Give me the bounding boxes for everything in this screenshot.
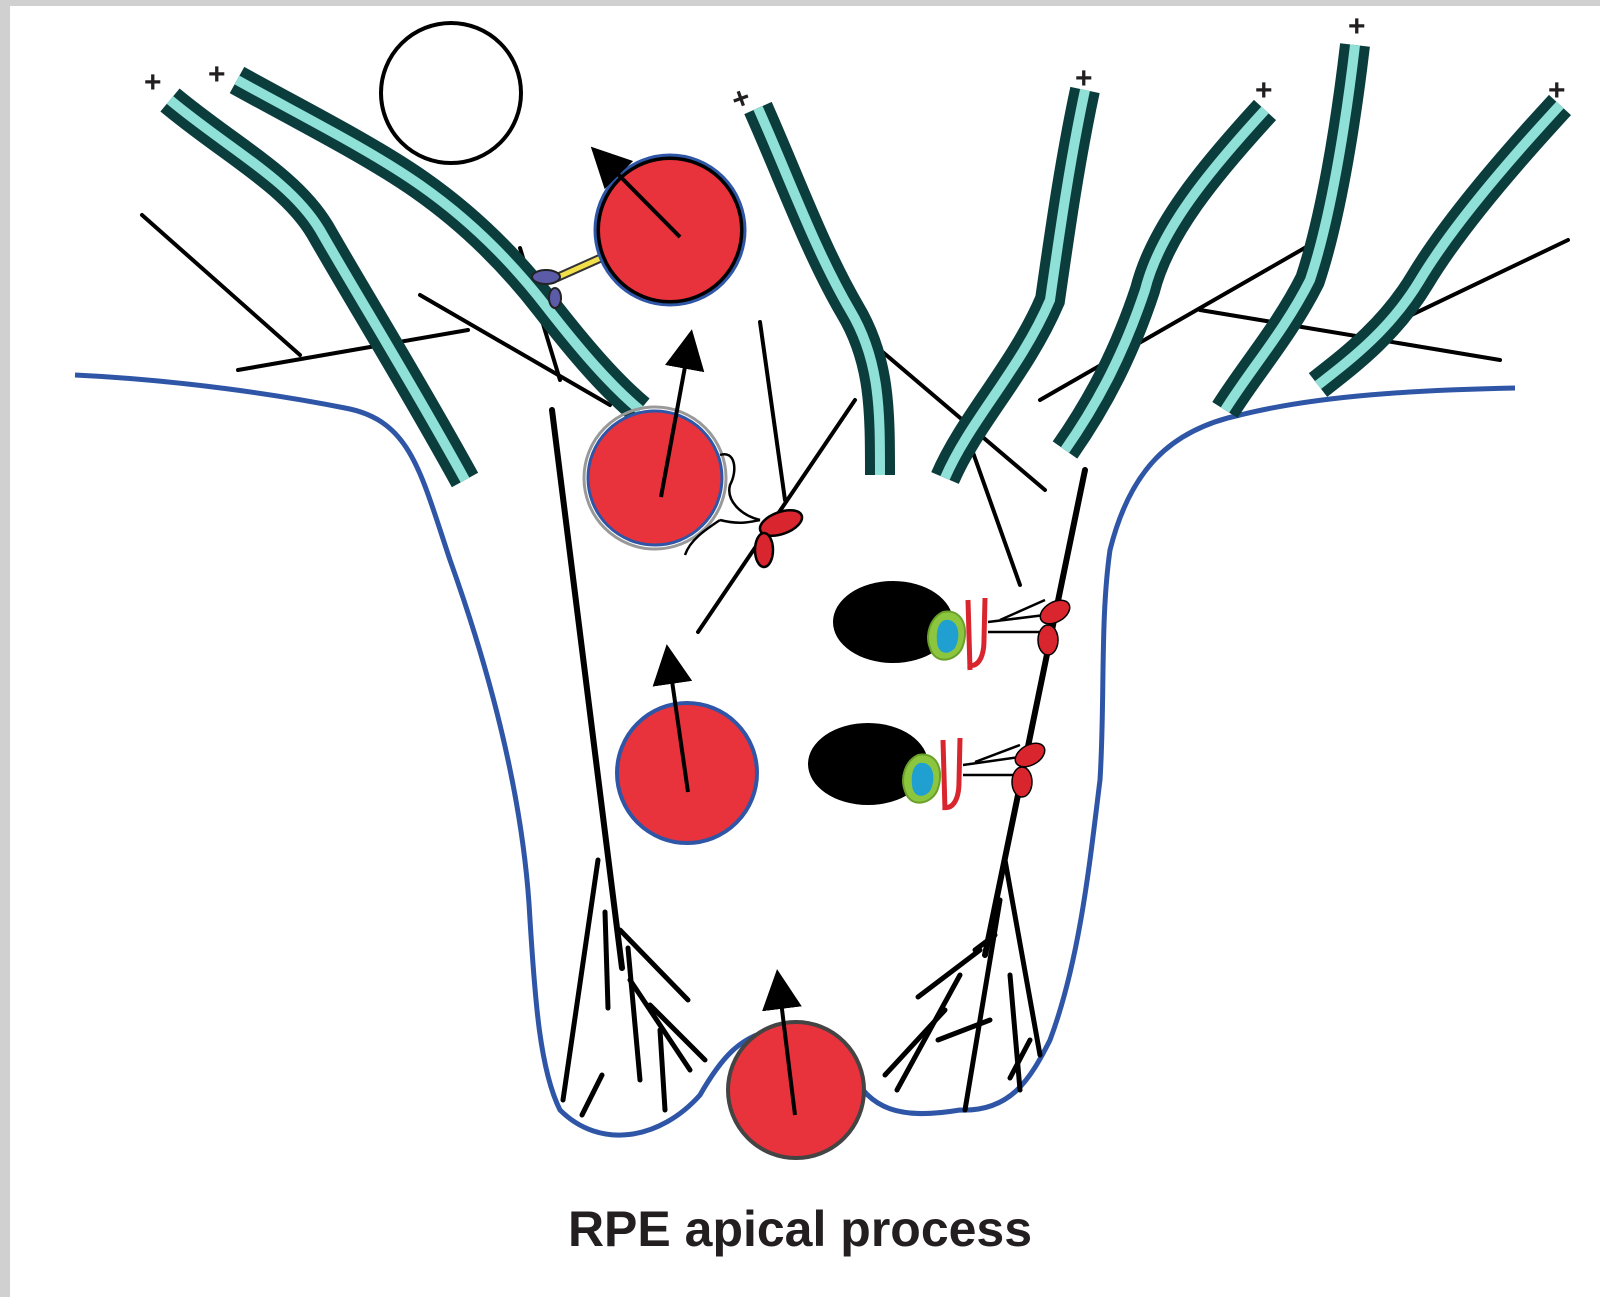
melanosome [728,1022,864,1158]
plus-end-label: + [144,66,162,99]
left-frame-border [0,0,10,1297]
empty-vesicle [381,23,521,163]
melanosome [598,158,742,302]
plus-end-label: + [1348,10,1366,43]
plus-end-label: + [208,58,226,91]
plus-end-label: + [1548,74,1566,107]
figure-caption: RPE apical process [0,1200,1600,1258]
melanosome [588,411,722,545]
plus-end-label: + [1075,62,1093,95]
top-frame-border [0,0,1600,6]
plus-end-label: + [1255,74,1273,107]
